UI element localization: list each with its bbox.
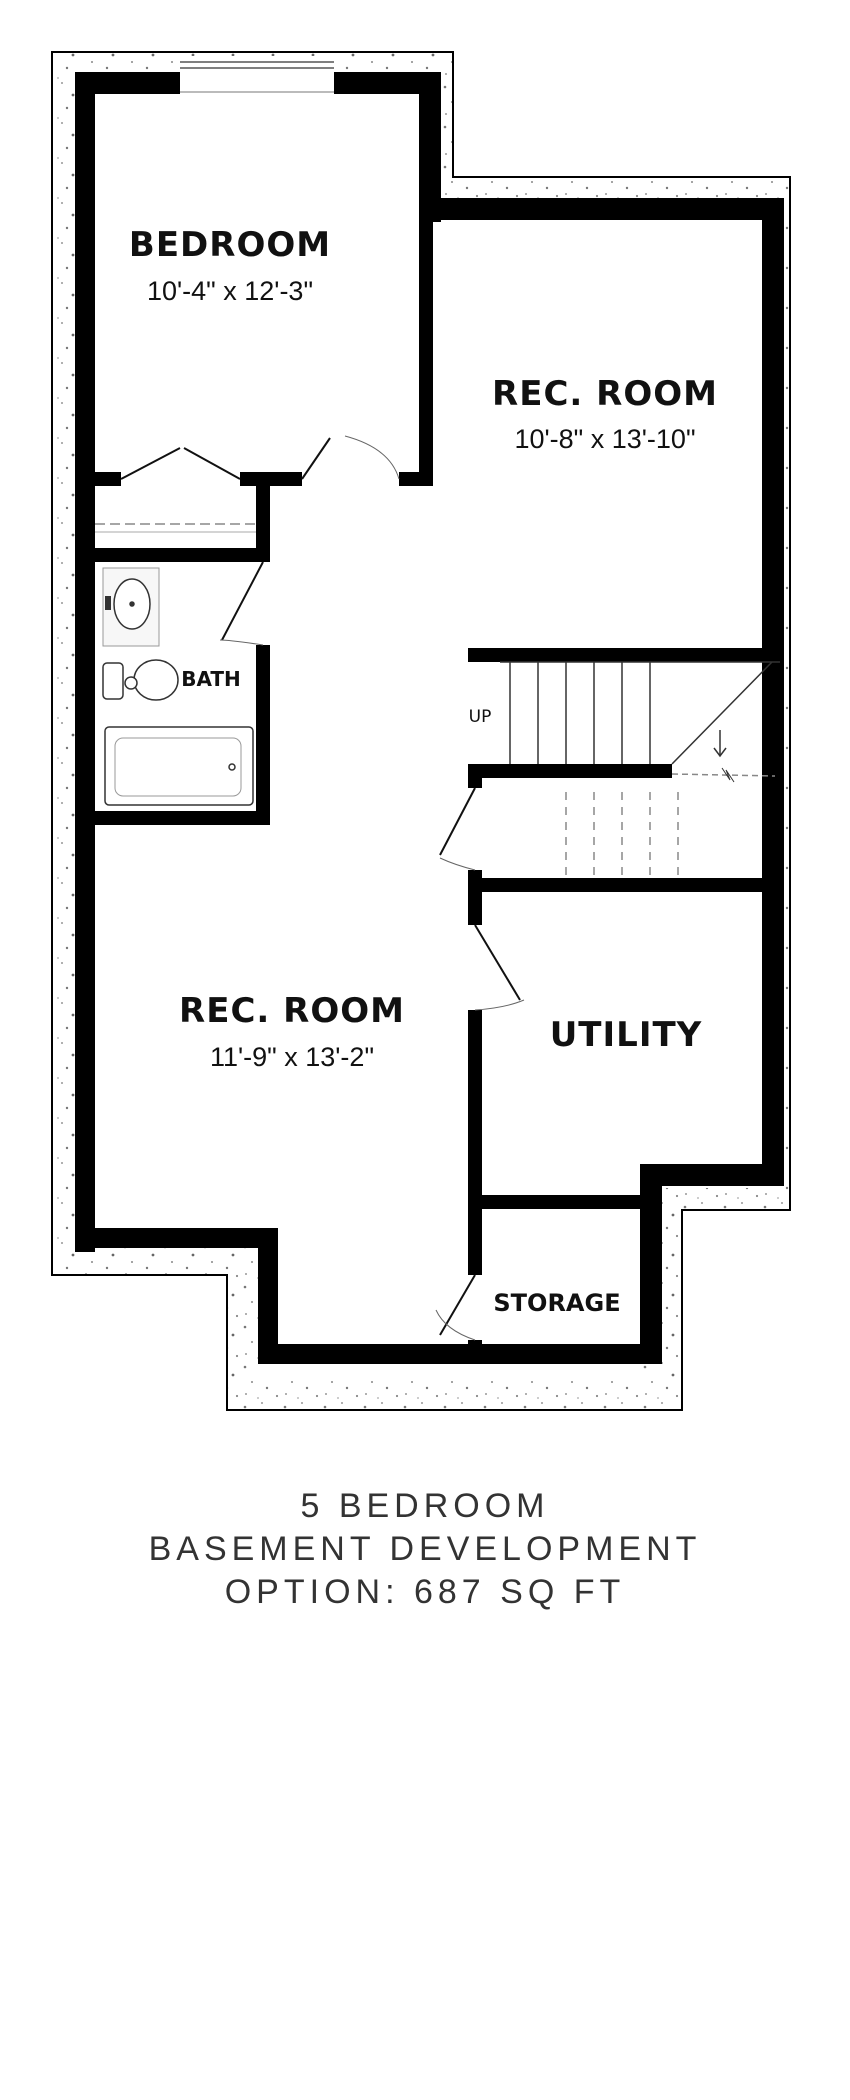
- toilet-icon: [133, 659, 179, 701]
- plan-caption: 5 BEDROOM BASEMENT DEVELOPMENT OPTION: 6…: [0, 1485, 850, 1614]
- exterior-walls: [75, 72, 784, 1364]
- bedroom-title: BEDROOM: [129, 225, 331, 265]
- closet-shelf: [95, 523, 256, 533]
- bedroom-dimensions: 10'-4" x 12'-3": [147, 276, 313, 306]
- window: [180, 56, 334, 93]
- caption-line-3: OPTION: 687 SQ FT: [224, 1573, 626, 1611]
- rec-room-upper-dimensions: 10'-8" x 13'-10": [514, 424, 695, 454]
- caption-line-2: BASEMENT DEVELOPMENT: [148, 1530, 702, 1568]
- interior-walls: [95, 200, 768, 1360]
- doors: [120, 435, 525, 1341]
- stairs: [500, 661, 780, 876]
- bath-label: BATH: [181, 667, 241, 691]
- rec-room-upper-title: REC. ROOM: [492, 374, 718, 414]
- rec-room-lower-dimensions: 11'-9" x 13'-2": [210, 1042, 374, 1072]
- bath-fixtures: [102, 567, 254, 806]
- interior-floor: [75, 72, 780, 1380]
- caption-line-1: 5 BEDROOM: [300, 1487, 550, 1525]
- floor-plan: BEDROOM 10'-4" x 12'-3" REC. ROOM 10'-8"…: [51, 51, 791, 1411]
- rec-room-lower-title: REC. ROOM: [179, 991, 405, 1031]
- utility-title: UTILITY: [550, 1015, 703, 1055]
- storage-label: STORAGE: [493, 1289, 620, 1317]
- stairs-up-label: UP: [469, 707, 492, 727]
